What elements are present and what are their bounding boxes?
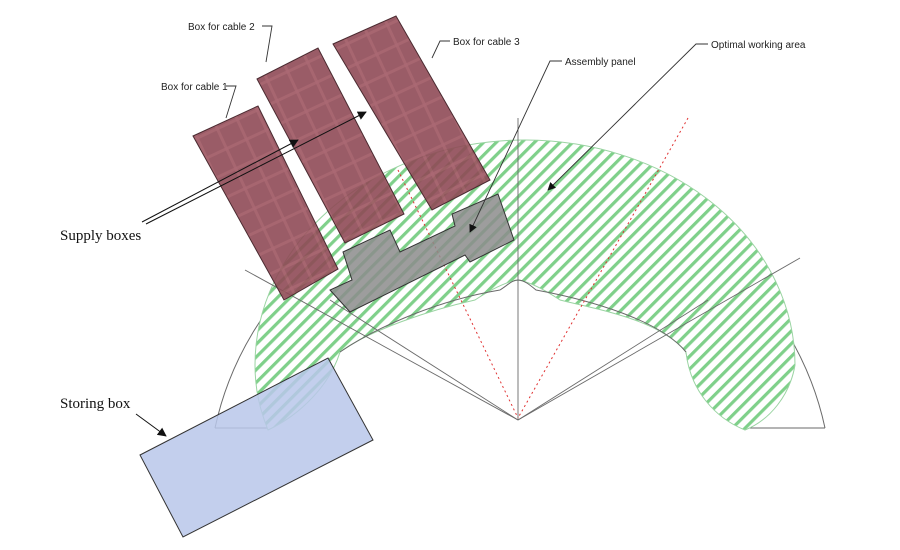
reach-centerlines (397, 117, 689, 419)
supply-arrow-1 (141, 139, 299, 223)
storing-box (139, 357, 374, 538)
label-optimal-working-area: Optimal working area (711, 40, 806, 51)
supply-boxes-arrows (141, 111, 367, 225)
assembly-panel (329, 193, 515, 313)
box-for-cable-3 (332, 15, 491, 211)
right-inner-radial (517, 299, 709, 421)
leader-lines (225, 25, 708, 233)
label-box-for-cable-1: Box for cable 1 (161, 82, 228, 93)
label-box-for-cable-3: Box for cable 3 (453, 37, 520, 48)
leader-cable-2 (262, 25, 273, 63)
box-for-cable-1 (192, 105, 339, 301)
right-radial-line (517, 257, 801, 421)
leader-working-area (547, 43, 708, 191)
label-supply-boxes: Supply boxes (60, 228, 141, 244)
left-inner-radial (329, 299, 519, 421)
supply-boxes (192, 15, 491, 301)
label-assembly-panel: Assembly panel (565, 57, 636, 68)
leader-cable-1 (225, 85, 237, 119)
storing-box-arrow (135, 413, 167, 437)
label-box-for-cable-2: Box for cable 2 (188, 22, 255, 33)
supply-arrow-2 (145, 111, 367, 225)
leader-assembly-panel (469, 60, 562, 233)
leader-cable-3 (431, 40, 450, 59)
left-reach-line (397, 169, 519, 419)
label-storing-box: Storing box (60, 396, 131, 412)
box-for-cable-2 (256, 47, 405, 244)
